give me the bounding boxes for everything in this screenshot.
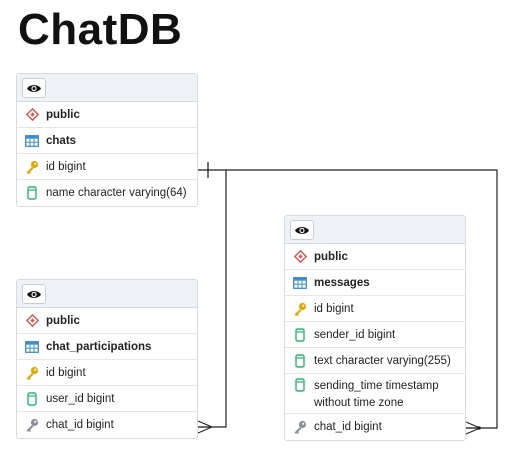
eye-icon[interactable] — [290, 220, 314, 240]
column-row-name[interactable]: name character varying(64) — [17, 180, 197, 206]
primary-key-icon — [293, 302, 307, 316]
schema-row: public — [17, 102, 197, 128]
crowfoot-marker — [465, 421, 481, 435]
schema-diamond-icon — [293, 250, 307, 264]
table-chats[interactable]: public chats id bigint name character va… — [16, 73, 198, 207]
column-label: id bigint — [46, 366, 86, 379]
table-name: chats — [46, 134, 77, 147]
table-header — [285, 216, 465, 244]
column-label: sender_id bigint — [314, 328, 396, 341]
foreign-key-icon — [293, 420, 307, 434]
eye-icon[interactable] — [22, 78, 46, 98]
table-header — [17, 280, 197, 308]
table-name: chat_participations — [46, 340, 152, 353]
column-label: id bigint — [46, 160, 86, 173]
schema-row: public — [285, 244, 465, 270]
table-grid-icon — [25, 340, 39, 354]
column-cylinder-icon — [25, 186, 39, 200]
column-row-chat-id[interactable]: chat_id bigint — [17, 412, 197, 438]
column-cylinder-icon — [293, 353, 307, 368]
column-label: chat_id bigint — [314, 421, 382, 433]
foreign-key-icon — [25, 418, 39, 432]
table-name-row: chats — [17, 128, 197, 154]
column-row-id[interactable]: id bigint — [17, 360, 197, 386]
column-cylinder-icon — [293, 378, 307, 392]
column-label: id bigint — [314, 302, 354, 315]
crowfoot-marker — [197, 420, 213, 434]
edge-chat-participations-to-chats — [197, 162, 227, 434]
column-label: name character varying(64) — [46, 187, 187, 199]
column-cylinder-icon — [293, 327, 307, 342]
column-row-sending-time[interactable]: sending_time timestamp without time zone — [285, 374, 465, 414]
table-name-row: chat_participations — [17, 334, 197, 360]
table-messages[interactable]: public messages id bigint sender_id bigi… — [284, 215, 466, 441]
schema-name: public — [314, 250, 348, 263]
table-name-row: messages — [285, 270, 465, 296]
column-row-id[interactable]: id bigint — [17, 154, 197, 180]
table-header — [17, 74, 197, 102]
column-row-sender-id[interactable]: sender_id bigint — [285, 322, 465, 348]
eye-icon[interactable] — [22, 284, 46, 304]
schema-diamond-icon — [25, 108, 39, 122]
column-row-text[interactable]: text character varying(255) — [285, 348, 465, 374]
table-name: messages — [314, 276, 370, 289]
table-grid-icon — [293, 276, 307, 290]
primary-key-icon — [25, 366, 39, 380]
table-grid-icon — [25, 134, 39, 148]
diagram-title: ChatDB — [18, 5, 183, 54]
column-label: chat_id bigint — [46, 419, 114, 431]
table-chat-participations[interactable]: public chat_participations id bigint use… — [16, 279, 198, 439]
column-cylinder-icon — [25, 391, 39, 406]
schema-diamond-icon — [25, 314, 39, 328]
column-row-user-id[interactable]: user_id bigint — [17, 386, 197, 412]
column-row-chat-id[interactable]: chat_id bigint — [285, 414, 465, 440]
column-label: sending_time timestamp without time zone — [314, 380, 439, 409]
column-label: text character varying(255) — [314, 354, 451, 367]
primary-key-icon — [25, 160, 39, 174]
column-label: user_id bigint — [46, 392, 115, 405]
column-row-id[interactable]: id bigint — [285, 296, 465, 322]
schema-name: public — [46, 108, 80, 121]
schema-name: public — [46, 314, 80, 327]
schema-row: public — [17, 308, 197, 334]
